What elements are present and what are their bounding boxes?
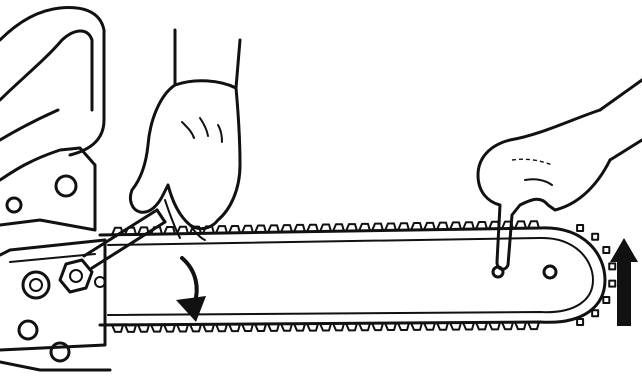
chain-tooth [577, 225, 583, 231]
chain-tooth [609, 281, 615, 287]
rotate-down-arrow-icon [176, 258, 206, 322]
chain-tooth [603, 297, 609, 303]
guide-bar [100, 228, 605, 325]
chainsaw-body [0, 8, 110, 370]
chain-tooth [592, 234, 598, 240]
chain-tooth [577, 319, 583, 325]
lift-up-arrow-icon [610, 238, 638, 326]
chain-tooth [609, 263, 615, 269]
chain-tooth [603, 247, 609, 253]
chain-tooth [592, 310, 598, 316]
left-hand-icon [130, 30, 240, 240]
